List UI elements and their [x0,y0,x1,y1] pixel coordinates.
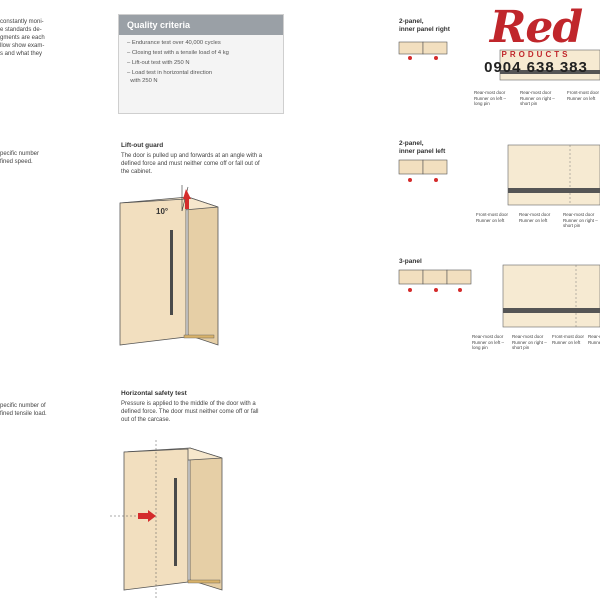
load-line: fined tensile load. [0,411,47,417]
horizontal-heading: Horizontal safety test [121,390,187,397]
quality-criteria-list: – Endurance test over 40,000 cycles – Cl… [119,39,283,85]
angle-label: 10° [156,207,169,216]
panel-2-left-title: 2-panel, inner panel left [399,140,445,156]
lift-out-heading: Lift-out guard [121,142,164,149]
brand-name: Red [489,2,583,53]
brand-logo: Red PRODUCTS 0904 638 383 [472,2,600,77]
speed-line: fined speed. [0,159,33,165]
horizontal-line: defined force. The door must neither com… [121,409,259,415]
panel-title-line: inner panel left [399,148,446,155]
list-item: – Load test in horizontal direction [127,70,213,76]
panel-title-line: 3-panel [399,258,422,265]
intro-line: llow show exam- [0,43,45,49]
list-item: – Lift-out test with 250 N [127,60,190,66]
panel-3-title: 3-panel [399,258,422,266]
horizontal-line: Pressure is applied to the middle of the… [121,401,256,407]
list-item: – Endurance test over 40,000 cycles [127,40,221,46]
panel-title-line: 2-panel, [399,18,424,25]
lift-out-line: defined force and must neither come off … [121,161,260,167]
horizontal-line: out of the carcase. [121,417,171,423]
intro-line: gments are each [0,35,45,41]
intro-line: e standards de- [0,27,42,33]
intro-line: constantly moni- [0,19,44,25]
speed-text: pecific number fined speed. [0,150,39,166]
lift-out-line: the cabinet. [121,169,153,175]
speed-line: pecific number [0,151,40,157]
panel-title-line: 2-panel, [399,140,424,147]
quality-criteria-title: Quality criteria [119,15,283,35]
panel-3-diagram [398,264,600,328]
list-item: with 250 N [130,78,158,84]
intro-text: constantly moni- e standards de- gments … [0,18,45,58]
intro-line: s and what they [0,51,43,57]
horizontal-section: Horizontal safety test Pressure is appli… [121,390,259,424]
horizontal-cabinet-drawing [110,440,223,600]
lift-out-line: The door is pulled up and forwards at an… [121,153,263,159]
brand-sub: PRODUCTS [501,50,571,59]
panel-2-right-title: 2-panel, inner panel right [399,18,450,34]
panel-title-line: inner panel right [399,26,450,33]
panel-2-right-diagram [398,41,600,81]
brand-phone: 0904 638 383 [484,59,588,76]
load-line: pecific number of [0,403,46,409]
lift-out-section: Lift-out guard The door is pulled up and… [121,142,262,176]
lift-out-cabinet-drawing [119,185,219,346]
quality-criteria-box: Quality criteria – Endurance test over 4… [118,14,284,114]
load-text: pecific number of fined tensile load. [0,402,47,418]
list-item: – Closing test with a tensile load of 4 … [127,50,229,56]
panel-2-left-diagram [398,144,600,206]
